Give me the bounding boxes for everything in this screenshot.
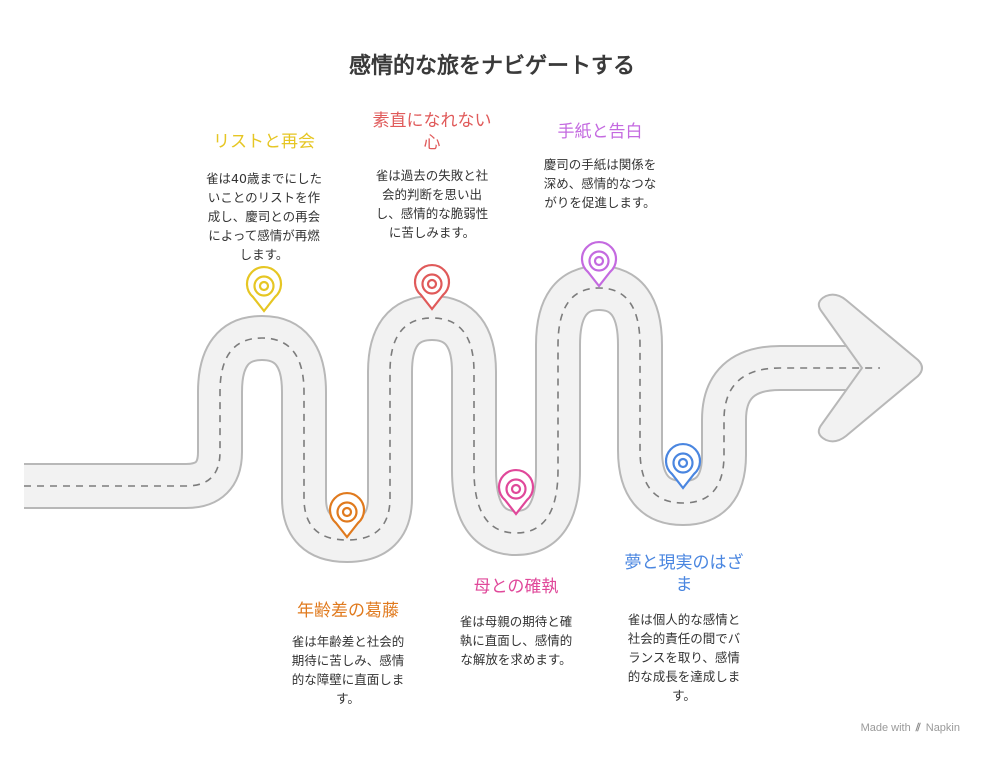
location-pin-icon	[497, 469, 535, 516]
milestone-title: 手紙と告白	[557, 122, 643, 142]
milestone-description: 雀は個人的な感情と 社会的責任の間でバ ランスを取り、感情 的な成長を達成しま …	[627, 612, 741, 703]
milestone-description: 雀は40歳までにした いことのリストを作 成し、慶司との再会 によって感情が再燃…	[206, 171, 322, 262]
milestone-description: 雀は母親の期待と確 執に直面し、感情的 な解放を求めます。	[459, 614, 573, 667]
location-pin-icon	[328, 492, 366, 539]
milestone-description: 雀は過去の失敗と社 会的判断を思い出 し、感情的な脆弱性 に苦しみます。	[375, 168, 489, 240]
milestone-title: 素直になれない 心	[372, 111, 492, 153]
milestone-honest-heart: 素直になれない 心 雀は過去の失敗と社 会的判断を思い出 し、感情的な脆弱性 に…	[352, 110, 512, 242]
milestone-title: 母との確執	[473, 577, 559, 597]
milestone-age-gap: 年齢差の葛藤 雀は年齢差と社会的 期待に苦しみ、感情 的な障壁に直面しま す。	[268, 600, 428, 708]
milestone-title: リストと再会	[213, 132, 315, 152]
location-pin-icon	[580, 241, 618, 288]
milestone-list-reunion: リストと再会 雀は40歳までにした いことのリストを作 成し、慶司との再会 によ…	[184, 131, 344, 264]
milestone-title: 年齢差の葛藤	[297, 601, 399, 621]
road-center-line	[24, 287, 880, 541]
milestone-dream-reality: 夢と現実のはざ ま 雀は個人的な感情と 社会的責任の間でバ ランスを取り、感情 …	[604, 552, 764, 705]
napkin-logo-icon: ⫽	[915, 722, 921, 734]
milestone-description: 慶司の手紙は関係を 深め、感情的なつな がりを促進します。	[543, 157, 657, 210]
milestone-letter-confession: 手紙と告白 慶司の手紙は関係を 深め、感情的なつな がりを促進します。	[520, 121, 680, 212]
milestone-description: 雀は年齢差と社会的 期待に苦しみ、感情 的な障壁に直面しま す。	[291, 634, 405, 706]
location-pin-icon	[413, 264, 451, 311]
milestone-mother-conflict: 母との確執 雀は母親の期待と確 執に直面し、感情的 な解放を求めます。	[436, 576, 596, 669]
location-pin-icon	[664, 443, 702, 490]
location-pin-icon	[245, 266, 283, 313]
milestone-title: 夢と現実のはざ ま	[624, 553, 744, 595]
napkin-watermark[interactable]: Made with ⫽ Napkin	[860, 722, 960, 734]
page-title: 感情的な旅をナビゲートする	[348, 54, 635, 79]
